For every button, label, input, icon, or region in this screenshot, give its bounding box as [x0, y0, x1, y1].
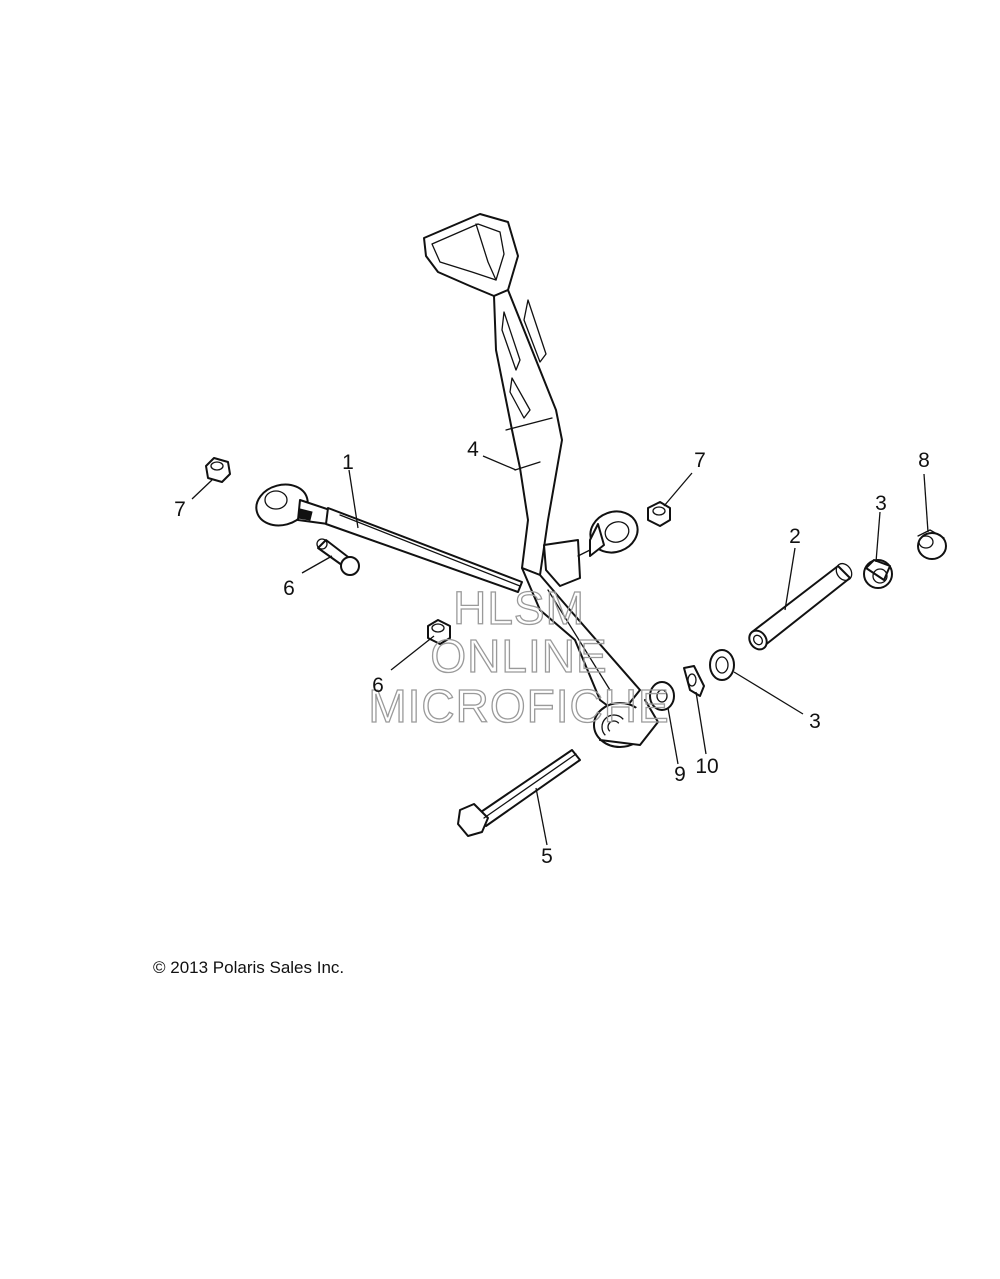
pedal-lever-part	[423, 213, 659, 748]
callout-3-upper: 3	[875, 492, 887, 515]
callout-7-right: 7	[694, 449, 706, 472]
watermark-line-2: ONLINE	[430, 630, 607, 682]
callout-6-lower: 6	[372, 674, 384, 697]
nut-7-right-part	[647, 501, 671, 527]
watermark: HLSM ONLINE MICROFICHE	[368, 581, 670, 732]
bushing-3-upper-part	[863, 559, 893, 589]
callout-10: 10	[695, 755, 718, 778]
callout-4: 4	[467, 438, 479, 461]
callout-7-left: 7	[174, 498, 186, 521]
nut-7-left-part	[205, 457, 231, 483]
callout-1: 1	[342, 451, 354, 474]
callout-labels: 1 2 3 3 4 5 6 6 7 7 8 9 10	[174, 438, 930, 868]
callout-9: 9	[674, 763, 686, 786]
callout-5: 5	[541, 845, 553, 868]
callout-2: 2	[789, 525, 801, 548]
callout-8: 8	[918, 449, 930, 472]
nut-8-part	[917, 529, 947, 560]
clip-10-part	[683, 665, 705, 697]
leader-lines	[191, 455, 929, 846]
bolt-5-part	[457, 749, 581, 837]
callout-3-lower: 3	[809, 710, 821, 733]
watermark-line-3: MICROFICHE	[368, 680, 669, 732]
tie-rod-part	[255, 483, 523, 593]
washer-9-part	[649, 681, 675, 711]
nut-6-lower-part	[427, 619, 451, 645]
watermark-line-1: HLSM	[453, 582, 585, 634]
callout-6-upper: 6	[283, 577, 295, 600]
copyright-notice: © 2013 Polaris Sales Inc.	[153, 958, 345, 977]
sleeve-tube-part	[748, 562, 853, 651]
bolt-6-upper-part	[316, 538, 360, 576]
bushing-3-lower-part	[709, 649, 735, 681]
